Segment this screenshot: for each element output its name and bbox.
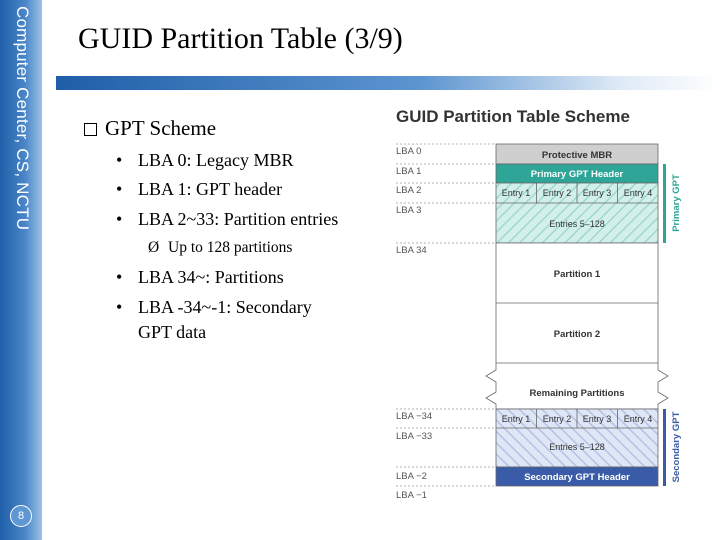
- sub-bullet-item: Ø Up to 128 partitions: [148, 239, 292, 257]
- bullet-item: • LBA -34~-1: Secondary: [116, 297, 312, 318]
- sidebar: Computer Center, CS, NCTU: [0, 0, 42, 540]
- slide-title: GUID Partition Table (3/9): [78, 22, 403, 55]
- sub-bullet-text: Up to 128 partitions: [168, 239, 293, 256]
- bullet-item: • LBA 2~33: Partition entries: [116, 209, 338, 230]
- secondary-entry-label: Entry 3: [583, 414, 612, 424]
- bullet-item: • LBA 0: Legacy MBR: [116, 150, 294, 171]
- lba-label: LBA −34: [396, 411, 432, 422]
- remaining-partitions-label: Remaining Partitions: [529, 388, 624, 399]
- lba-label: LBA −1: [396, 490, 427, 501]
- bullet-icon: •: [116, 297, 123, 317]
- sidebar-label: Computer Center, CS, NCTU: [13, 6, 32, 231]
- arrow-bullet-icon: Ø: [148, 239, 160, 256]
- bullet-icon: •: [116, 267, 123, 287]
- primary-entry-label: Entry 3: [583, 188, 612, 198]
- gpt-diagram: GUID Partition Table Scheme LBA 0 LBA 1 …: [396, 107, 682, 501]
- secondary-gpt-bracket: [663, 409, 666, 486]
- lba-label: LBA −33: [396, 431, 432, 442]
- bullet-text: LBA 0: Legacy MBR: [138, 150, 294, 170]
- lba-label: LBA 0: [396, 146, 421, 157]
- section-heading: GPT Scheme: [84, 116, 216, 141]
- bullet-text: LBA 2~33: Partition entries: [138, 209, 339, 229]
- secondary-entries-rest-label: Entries 5–128: [549, 442, 605, 452]
- gpt-scheme-figure: GUID Partition Table Scheme LBA 0 LBA 1 …: [390, 100, 690, 515]
- primary-gpt-bracket: [663, 164, 666, 243]
- primary-entry-label: Entry 2: [543, 188, 572, 198]
- lba-label: LBA 34: [396, 245, 427, 256]
- secondary-gpt-header-label: Secondary GPT Header: [524, 472, 630, 483]
- page-number: 8: [10, 505, 32, 527]
- lba-label: LBA 2: [396, 185, 421, 196]
- bullet-icon: •: [116, 209, 123, 229]
- partitions-block: [485, 242, 669, 410]
- square-bullet-icon: [84, 123, 97, 136]
- secondary-gpt-side-label: Secondary GPT: [671, 411, 682, 482]
- bullet-icon: •: [116, 179, 123, 199]
- secondary-entry-label: Entry 1: [502, 414, 531, 424]
- bullet-text: LBA 1: GPT header: [138, 179, 283, 199]
- primary-entries-rest-label: Entries 5–128: [549, 219, 605, 229]
- figure-title: GUID Partition Table Scheme: [396, 107, 630, 126]
- secondary-gpt-header-block: [495, 466, 659, 487]
- lba-label: LBA −2: [396, 471, 427, 482]
- partition-1-label: Partition 1: [554, 269, 601, 280]
- secondary-entry-label: Entry 2: [543, 414, 572, 424]
- primary-gpt-side-label: Primary GPT: [671, 174, 682, 232]
- bullet-item: • LBA 34~: Partitions: [116, 267, 284, 288]
- protective-mbr-label: Protective MBR: [542, 150, 612, 161]
- primary-entry-label: Entry 1: [502, 188, 531, 198]
- partition-2-label: Partition 2: [554, 329, 600, 340]
- section-heading-text: GPT Scheme: [105, 116, 217, 140]
- primary-gpt-header-label: Primary GPT Header: [531, 169, 624, 180]
- bullet-text: LBA 34~: Partitions: [138, 267, 284, 287]
- bullet-continuation: GPT data: [138, 322, 207, 342]
- lba-label: LBA 1: [396, 166, 421, 177]
- title-divider: [56, 76, 720, 90]
- bullet-icon: •: [116, 150, 123, 170]
- primary-entry-label: Entry 4: [624, 188, 653, 198]
- lba-label: LBA 3: [396, 205, 421, 216]
- bullet-item: • LBA 1: GPT header: [116, 179, 282, 200]
- secondary-entry-label: Entry 4: [624, 414, 653, 424]
- bullet-text: LBA -34~-1: Secondary: [138, 297, 312, 317]
